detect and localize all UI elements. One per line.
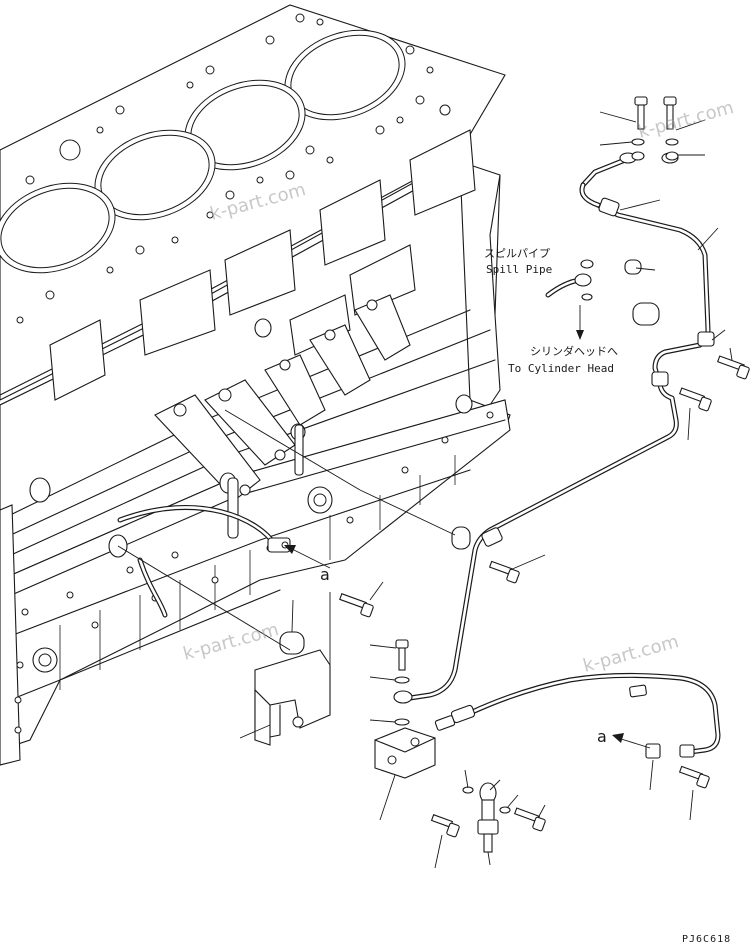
leader-lines [117, 111, 733, 869]
figure-code: PJ6C618 [682, 934, 731, 945]
spill-pipe-label-jp: スピルパイプ [484, 247, 550, 260]
to-head-label-en: To Cylinder Head [508, 362, 614, 375]
spill-pipe [279, 152, 715, 701]
spill-pipe-to-head [545, 259, 594, 340]
to-head-label-jp: シリンダヘッドへ [530, 344, 618, 358]
sensor-harness [434, 672, 721, 789]
banjo-bolts [339, 96, 750, 618]
spill-pipe-label-en: Spill Pipe [486, 263, 552, 276]
watermark: k-part.com [581, 631, 681, 677]
marker-arrows [284, 545, 651, 749]
marker-a-harness: a [597, 727, 607, 746]
watermark: k-part.com [636, 97, 736, 143]
marker-a-block: a [320, 565, 330, 584]
engine-block [0, 4, 511, 766]
watermark: k-part.com [181, 619, 281, 665]
bracket-assembly [254, 639, 546, 853]
